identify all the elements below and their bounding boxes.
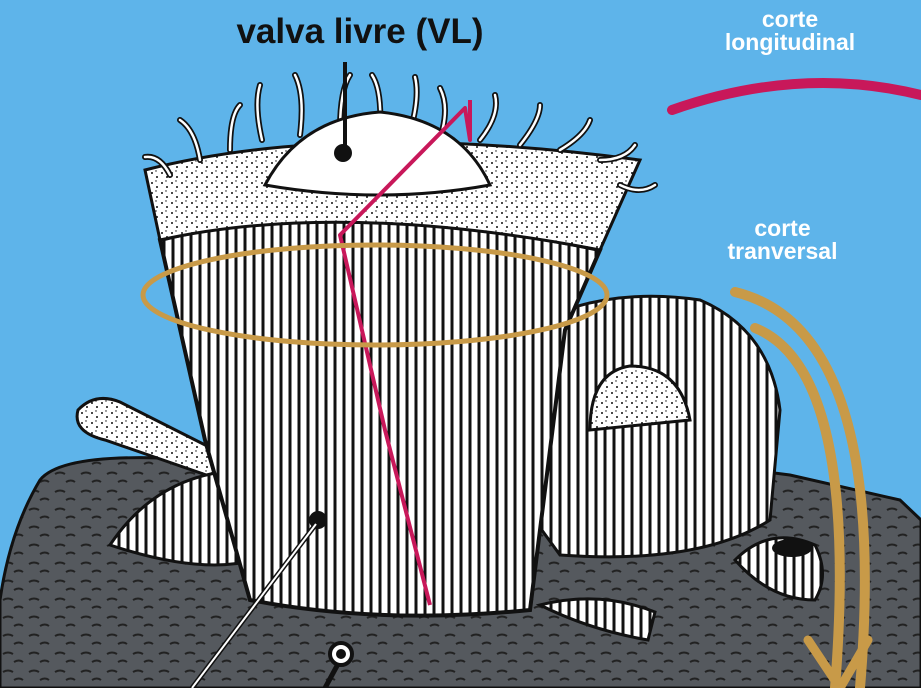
base-pointer-dot-center — [336, 649, 346, 659]
transversal-cut-label-line1: corte — [700, 217, 865, 240]
longitudinal-cut-label-line1: corte — [690, 8, 890, 31]
transversal-cut-label: corte tranversal — [700, 217, 865, 263]
transversal-cut-label-line2: tranversal — [700, 240, 865, 263]
longitudinal-cut-label-line2: longitudinal — [690, 31, 890, 54]
valve-pointer-dot — [334, 144, 352, 162]
longitudinal-cut-label: corte longitudinal — [690, 8, 890, 54]
longitudinal-arc-arrow — [672, 83, 921, 110]
small-shell-opening — [772, 539, 812, 557]
valve-label: valva livre (VL) — [200, 14, 520, 49]
